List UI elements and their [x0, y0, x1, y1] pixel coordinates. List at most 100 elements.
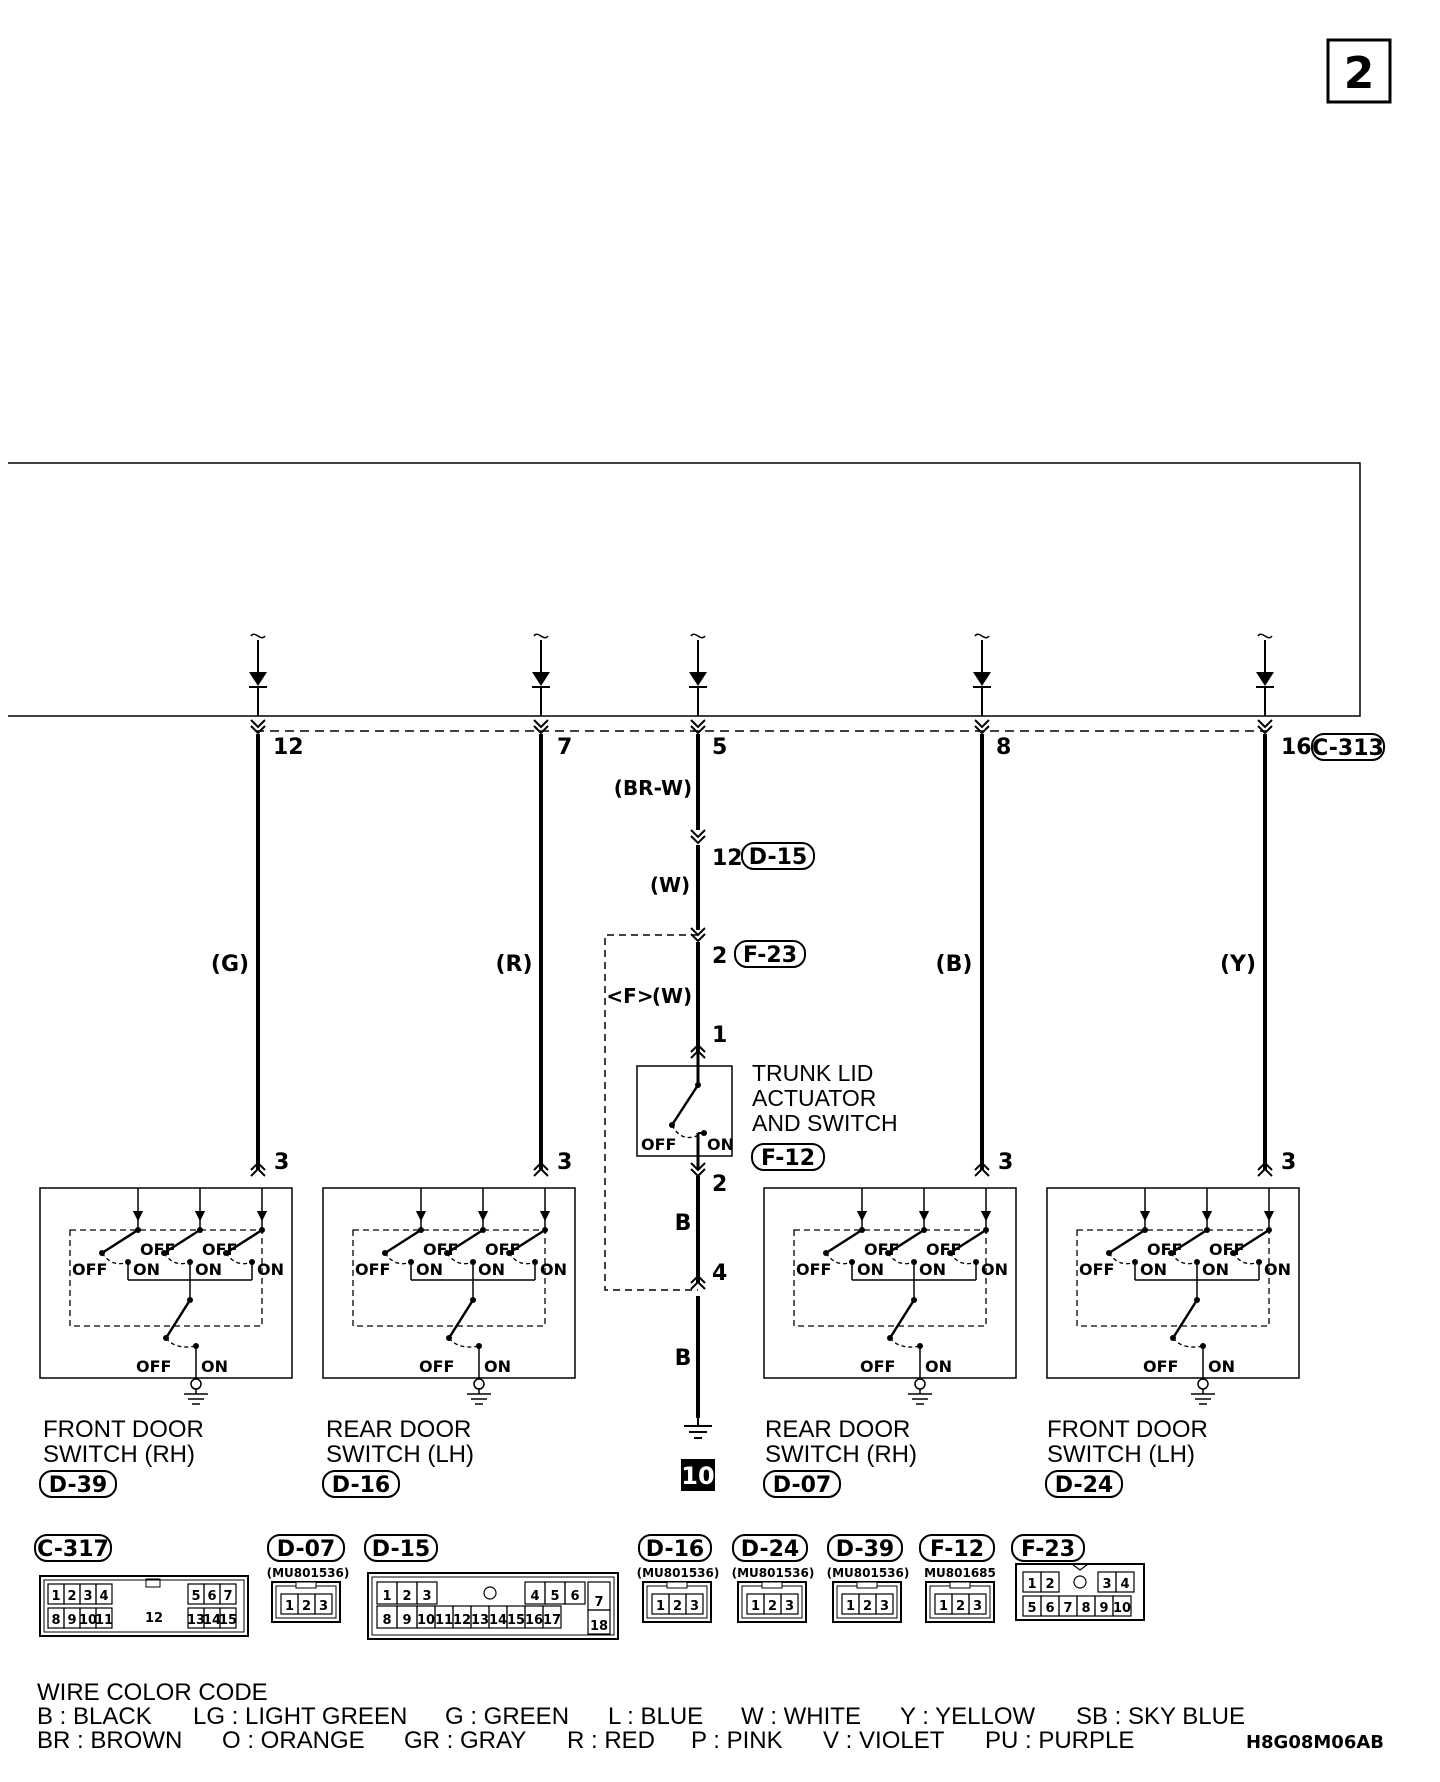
switch-travel	[1172, 1337, 1204, 1348]
connector-id-f23: F-23	[1021, 1537, 1075, 1562]
switch-blade	[1108, 1228, 1146, 1255]
switch-off-label: OFF	[796, 1260, 831, 1279]
connector-chevron	[974, 1161, 990, 1171]
f23-pin-label: 5	[1027, 1601, 1036, 1616]
f23-pin-label: 2	[1045, 1577, 1054, 1592]
ground-terminal	[190, 1378, 202, 1390]
d15-id: D-15	[749, 845, 807, 870]
switch-on-label: ON	[478, 1260, 505, 1279]
switch-travel	[1108, 1252, 1136, 1265]
f23-pin-cell	[1040, 1571, 1060, 1593]
legend-b: B : BLACK	[37, 1703, 152, 1730]
wire-color-flh: (Y)	[1220, 952, 1256, 977]
switch-blade	[887, 1228, 925, 1255]
f23-id: F-23	[743, 943, 797, 968]
d07-badge	[763, 1470, 841, 1498]
variant-label: <F>	[606, 984, 653, 1008]
switch-off-label: OFF	[1143, 1357, 1178, 1376]
switch-off-label: OFF	[860, 1357, 895, 1376]
ground-terminal	[1197, 1378, 1209, 1390]
switch-name-frh-2: SWITCH (RH)	[43, 1441, 195, 1468]
switch-off-label: OFF	[485, 1240, 520, 1259]
connector-id-d15: D-15	[372, 1537, 430, 1562]
wire-color-w3: B	[675, 1211, 692, 1236]
switch-travel	[225, 1252, 253, 1265]
page-number: 2	[1344, 48, 1375, 99]
switch-name-flh-1: FRONT DOOR	[1047, 1416, 1208, 1443]
wire-color-frh: (G)	[211, 952, 249, 977]
ground-symbol	[684, 1418, 712, 1439]
d15-pin-label: 10	[417, 1613, 435, 1628]
connector-view-f12: F-12 MU801685	[919, 1534, 996, 1580]
c317-pin-label: 13	[187, 1613, 205, 1628]
c317-pin-label: 3	[83, 1589, 92, 1604]
switch-on-label: ON	[1202, 1260, 1229, 1279]
switch-blade	[1170, 1228, 1208, 1255]
switch-pin-flh: 3	[1281, 1150, 1296, 1175]
switch-travel	[384, 1252, 412, 1265]
f12-pin-label: 2	[956, 1599, 965, 1614]
connector-chevron	[250, 1161, 266, 1171]
c317-pin-label: 5	[191, 1589, 200, 1604]
d16-badge	[322, 1470, 400, 1498]
ecu-pin-rlh: 7	[557, 735, 572, 760]
connector-chevron	[974, 1167, 990, 1177]
ac-mark	[533, 633, 549, 639]
c317-pin-label: 11	[95, 1613, 113, 1628]
f12-id: F-12	[761, 1146, 815, 1171]
switch-travel	[1232, 1252, 1260, 1265]
d24-pin-label: 2	[768, 1599, 777, 1614]
circuit-wires	[250, 734, 1273, 1418]
connector-id-f12: F-12	[930, 1537, 984, 1562]
ground-number: 10	[681, 1462, 714, 1490]
d07-pin-label: 2	[302, 1599, 311, 1614]
legend-sb: SB : SKY BLUE	[1076, 1703, 1245, 1730]
c317-pin-label: 6	[207, 1589, 216, 1604]
switch-pin-rrh: 3	[998, 1150, 1013, 1175]
d07-pin-label: 3	[319, 1599, 328, 1614]
connector-latch	[856, 1581, 878, 1589]
c317-pin-label: 8	[51, 1613, 60, 1628]
diode-symbol	[1256, 672, 1274, 686]
switch-id-flh: D-24	[1055, 1473, 1113, 1498]
connector-part-d16: (MU801536)	[637, 1566, 720, 1580]
c317-pin-cell	[219, 1607, 237, 1629]
d16-pin-label: 2	[673, 1599, 682, 1614]
c317-pin-label: 2	[67, 1589, 76, 1604]
d15-pin-label: 15	[507, 1613, 525, 1628]
connector-chevron	[690, 829, 706, 839]
connector-latch	[761, 1581, 783, 1589]
f23-connector-outline	[604, 934, 698, 1291]
d15-pin-label: 2	[402, 1589, 411, 1604]
switch-name-rrh-2: SWITCH (RH)	[765, 1441, 917, 1468]
f23-pin-cell	[1115, 1571, 1135, 1593]
connector-chevron	[690, 1274, 706, 1284]
d15-pin-cell	[564, 1581, 586, 1605]
switch-travel	[446, 1252, 474, 1265]
diode-symbol	[532, 672, 550, 686]
switch-off-label: OFF	[140, 1240, 175, 1259]
switch-travel	[163, 1252, 191, 1265]
diode-symbol	[249, 672, 267, 686]
d16-pin-label: 3	[690, 1599, 699, 1614]
switch-travel	[448, 1337, 480, 1348]
switch-id-rrh: D-07	[773, 1473, 831, 1498]
legend-lg: LG : LIGHT GREEN	[193, 1703, 407, 1730]
figure-code: H8G08M06AB	[1246, 1732, 1384, 1753]
switch-name-labels: FRONT DOOR SWITCH (RH) D-39 REAR DOOR SW…	[39, 1416, 1208, 1498]
actuator-name-line-2: ACTUATOR	[752, 1085, 876, 1111]
diode-symbol	[973, 672, 991, 686]
switch-outline	[322, 1187, 576, 1379]
f23-badge	[734, 940, 806, 968]
connector-id-c317: C-317	[37, 1537, 109, 1562]
switch-off-label: OFF	[419, 1357, 454, 1376]
switch-travel	[949, 1252, 977, 1265]
switch-blade	[1171, 1299, 1199, 1339]
switch-on-label: ON	[925, 1357, 952, 1376]
f23-pin-cell	[1112, 1595, 1132, 1617]
switch-name-rlh-1: REAR DOOR	[326, 1416, 471, 1443]
